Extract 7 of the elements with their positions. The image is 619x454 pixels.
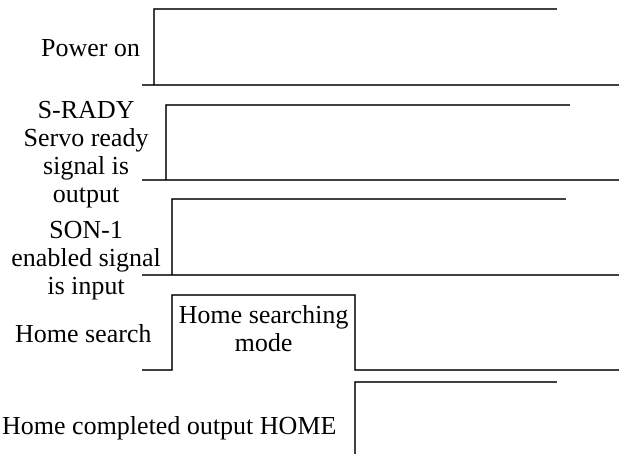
signal-description: Servo ready signal is output [22, 124, 150, 208]
signal-name: Home search [15, 320, 152, 348]
signal-name: S-RADY [36, 96, 136, 124]
signal-name: Power on [41, 34, 140, 62]
signal-name: SON-1 enabled signal is input [10, 216, 162, 300]
signal-name: Home completed output HOME [2, 412, 336, 440]
pulse-label: Home searching mode [178, 301, 350, 357]
